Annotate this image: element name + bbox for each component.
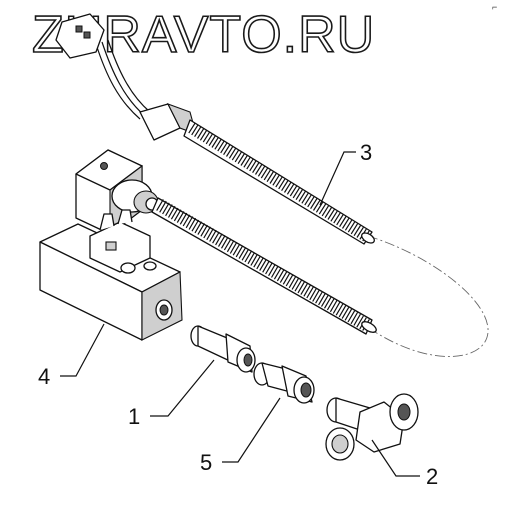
upper-corrugated-hose bbox=[183, 119, 375, 245]
valve-body-block bbox=[39, 209, 183, 341]
callout-label-3: 3 bbox=[360, 140, 372, 165]
nut-part-5 bbox=[253, 362, 315, 404]
wire-route-dashed-outline bbox=[367, 235, 489, 357]
upper-plug-and-wires bbox=[55, 13, 197, 141]
corner-mark: ⌐ bbox=[492, 2, 497, 12]
callout-label-2: 2 bbox=[426, 464, 438, 489]
callout-label-5: 5 bbox=[200, 450, 212, 475]
elbow-fitting-part-2 bbox=[325, 393, 419, 461]
callout-label-4: 4 bbox=[38, 364, 50, 389]
callout-label-1: 1 bbox=[128, 404, 140, 429]
solenoid-coil-connector bbox=[75, 149, 159, 236]
lower-corrugated-hose bbox=[151, 197, 377, 335]
fitting-part-1 bbox=[190, 325, 256, 373]
callout-leaders bbox=[60, 151, 420, 477]
